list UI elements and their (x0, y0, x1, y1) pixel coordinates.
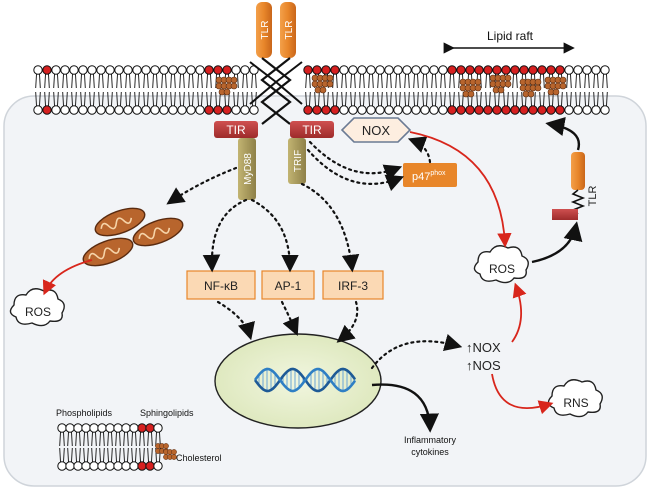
tlr-label-internal: TLR (587, 186, 599, 207)
nox-label: NOX (362, 123, 391, 138)
p47-text: p47phox (412, 170, 446, 183)
rns-label: RNS (563, 396, 588, 410)
p47-label: p47 (412, 171, 430, 183)
tlr-label-right: TLR (284, 21, 295, 40)
solid-arrows (371, 117, 583, 433)
rns-cloud: RNS (547, 379, 603, 418)
ap1-box: AP-1 (261, 270, 315, 300)
p47-superscript: phox (430, 170, 446, 177)
ros-cloud-left: ROS (9, 288, 65, 327)
tlr-label-left: TLR (260, 21, 271, 40)
myd88-adaptor: MyD88 (238, 138, 256, 200)
ros-label-left: ROS (25, 305, 51, 319)
myd88-label: MyD88 (243, 153, 254, 185)
sphingolipids-label: Sphingolipids (140, 408, 194, 418)
trif-adaptor: TRIF (288, 138, 306, 184)
cytokines-label: cytokines (411, 447, 449, 457)
up-nox-label: ↑NOX (466, 340, 501, 355)
tir-label-right: TIR (302, 123, 322, 137)
tir-domain-left: TIR (214, 121, 258, 138)
dna-helix (253, 367, 357, 393)
cell-membrane (33, 65, 610, 115)
lipid-raft-indicator: Lipid raft (443, 29, 575, 54)
ap1-label: AP-1 (275, 279, 302, 293)
mitochondria (82, 207, 184, 267)
ros-label-right: ROS (489, 262, 515, 276)
membrane-legend: Phospholipids Sphingolipids Cholesterol (56, 408, 222, 471)
trif-label: TRIF (293, 150, 304, 172)
cholesterol-clusters (215, 74, 567, 98)
red-arrows (42, 131, 554, 415)
cholesterol-label: Cholesterol (176, 453, 222, 463)
nox-complex: NOX (340, 117, 412, 143)
nfkb-box: NF-κB (186, 270, 256, 300)
internalized-tlr: TLR (552, 152, 599, 220)
irf3-label: IRF-3 (338, 279, 368, 293)
nfkb-label: NF-κB (204, 279, 238, 293)
p47phox-box: p47phox (403, 163, 457, 187)
tlr-dimer: TLR TLR (249, 2, 303, 125)
phospholipids-label: Phospholipids (56, 408, 113, 418)
up-nos-label: ↑NOS (466, 358, 501, 373)
tir-domain-right: TIR (290, 121, 334, 138)
tir-label-left: TIR (226, 123, 246, 137)
nucleus (214, 333, 382, 429)
lipid-raft-label: Lipid raft (487, 29, 534, 43)
irf3-box: IRF-3 (322, 270, 384, 300)
inflammatory-label: Inflammatory (404, 435, 457, 445)
ros-cloud-right: ROS (473, 245, 529, 284)
dotted-arrows (166, 136, 463, 370)
